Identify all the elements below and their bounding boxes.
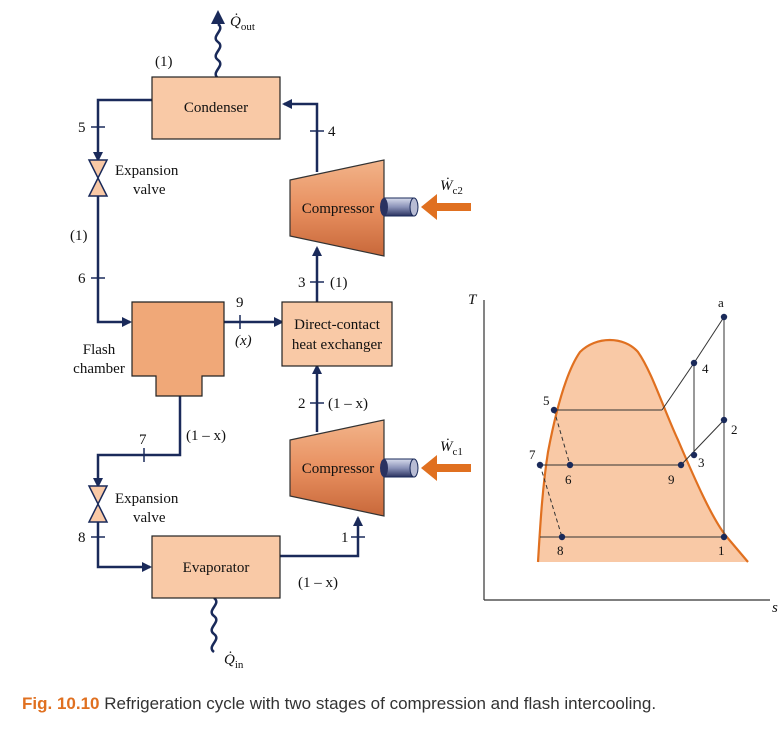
ts-point-9: 9 xyxy=(668,472,675,487)
state-7-label: 7 xyxy=(139,432,147,448)
flow-condenser: (1) xyxy=(155,54,173,70)
state-6-label: 6 xyxy=(78,271,86,287)
flash-label-1: Flash xyxy=(83,342,116,358)
ts-point-1: 1 xyxy=(718,543,725,558)
ts-point-a: a xyxy=(718,295,724,310)
heat-exchanger-label-1: Direct-contact xyxy=(294,317,381,333)
state-5-label: 5 xyxy=(78,120,86,136)
evaporator-label: Evaporator xyxy=(183,560,250,576)
compressor-high-label: Compressor xyxy=(302,201,375,217)
evaporator-box xyxy=(151,535,281,599)
heat-exchanger-label-2: heat exchanger xyxy=(292,337,382,353)
flow-state9: (x) xyxy=(235,333,252,349)
ts-point-5: 5 xyxy=(543,393,550,408)
flash-label-2: chamber xyxy=(73,361,125,377)
caption-text: Refrigeration cycle with two stages of c… xyxy=(104,694,657,713)
q-in-label: Q̇in xyxy=(224,652,244,671)
w-c2-arrow xyxy=(421,194,471,220)
state-3-label: 3 xyxy=(298,275,306,291)
flow-state2: (1 – x) xyxy=(328,396,368,412)
compressor-low-label: Compressor xyxy=(302,461,375,477)
expansion-valve-top xyxy=(87,159,109,197)
valve-bottom-label-1: Expansion xyxy=(115,491,179,507)
w-c2-label: Ẇc2 xyxy=(440,177,463,197)
q-out-label: Q̇out xyxy=(230,14,255,33)
figure-number: Fig. 10.10 xyxy=(22,694,100,713)
figure-caption: Fig. 10.10 Refrigeration cycle with two … xyxy=(22,694,772,714)
valve-bottom-label-2: valve xyxy=(133,510,166,526)
condenser-label: Condenser xyxy=(184,100,248,116)
w-c1-arrow xyxy=(421,455,471,481)
ts-point-8: 8 xyxy=(557,543,564,558)
valve-top-label-1: Expansion xyxy=(115,163,179,179)
flow-state3: (1) xyxy=(330,275,348,291)
w-c1-label: Ẇc1 xyxy=(440,438,463,458)
state-1-label: 1 xyxy=(341,530,349,546)
ts-point-7: 7 xyxy=(529,447,536,462)
t-axis-label: T xyxy=(468,292,478,308)
state-8-label: 8 xyxy=(78,530,86,546)
q-out-arrow xyxy=(211,10,225,79)
ts-point-4: 4 xyxy=(702,361,709,376)
expansion-valve-bottom xyxy=(87,485,109,523)
state-ticks xyxy=(91,126,365,538)
ts-diagram xyxy=(483,300,770,601)
ts-point-3: 3 xyxy=(698,455,705,470)
ts-point-6: 6 xyxy=(565,472,572,487)
heat-exchanger-box xyxy=(281,301,393,367)
saturation-dome xyxy=(538,340,748,562)
s-axis-label: s xyxy=(772,600,778,616)
state-2-label: 2 xyxy=(298,396,306,412)
compressor-high xyxy=(289,159,419,257)
flow-state7: (1 – x) xyxy=(186,428,226,444)
flash-chamber xyxy=(131,301,225,397)
valve-top-label-2: valve xyxy=(133,182,166,198)
flow-left: (1) xyxy=(70,228,88,244)
flow-evaporator: (1 – x) xyxy=(298,575,338,591)
ts-point-2: 2 xyxy=(731,422,738,437)
state-4-label: 4 xyxy=(328,124,336,140)
state-9-label: 9 xyxy=(236,295,244,311)
compressor-low xyxy=(289,419,419,517)
condenser-box xyxy=(151,76,281,140)
